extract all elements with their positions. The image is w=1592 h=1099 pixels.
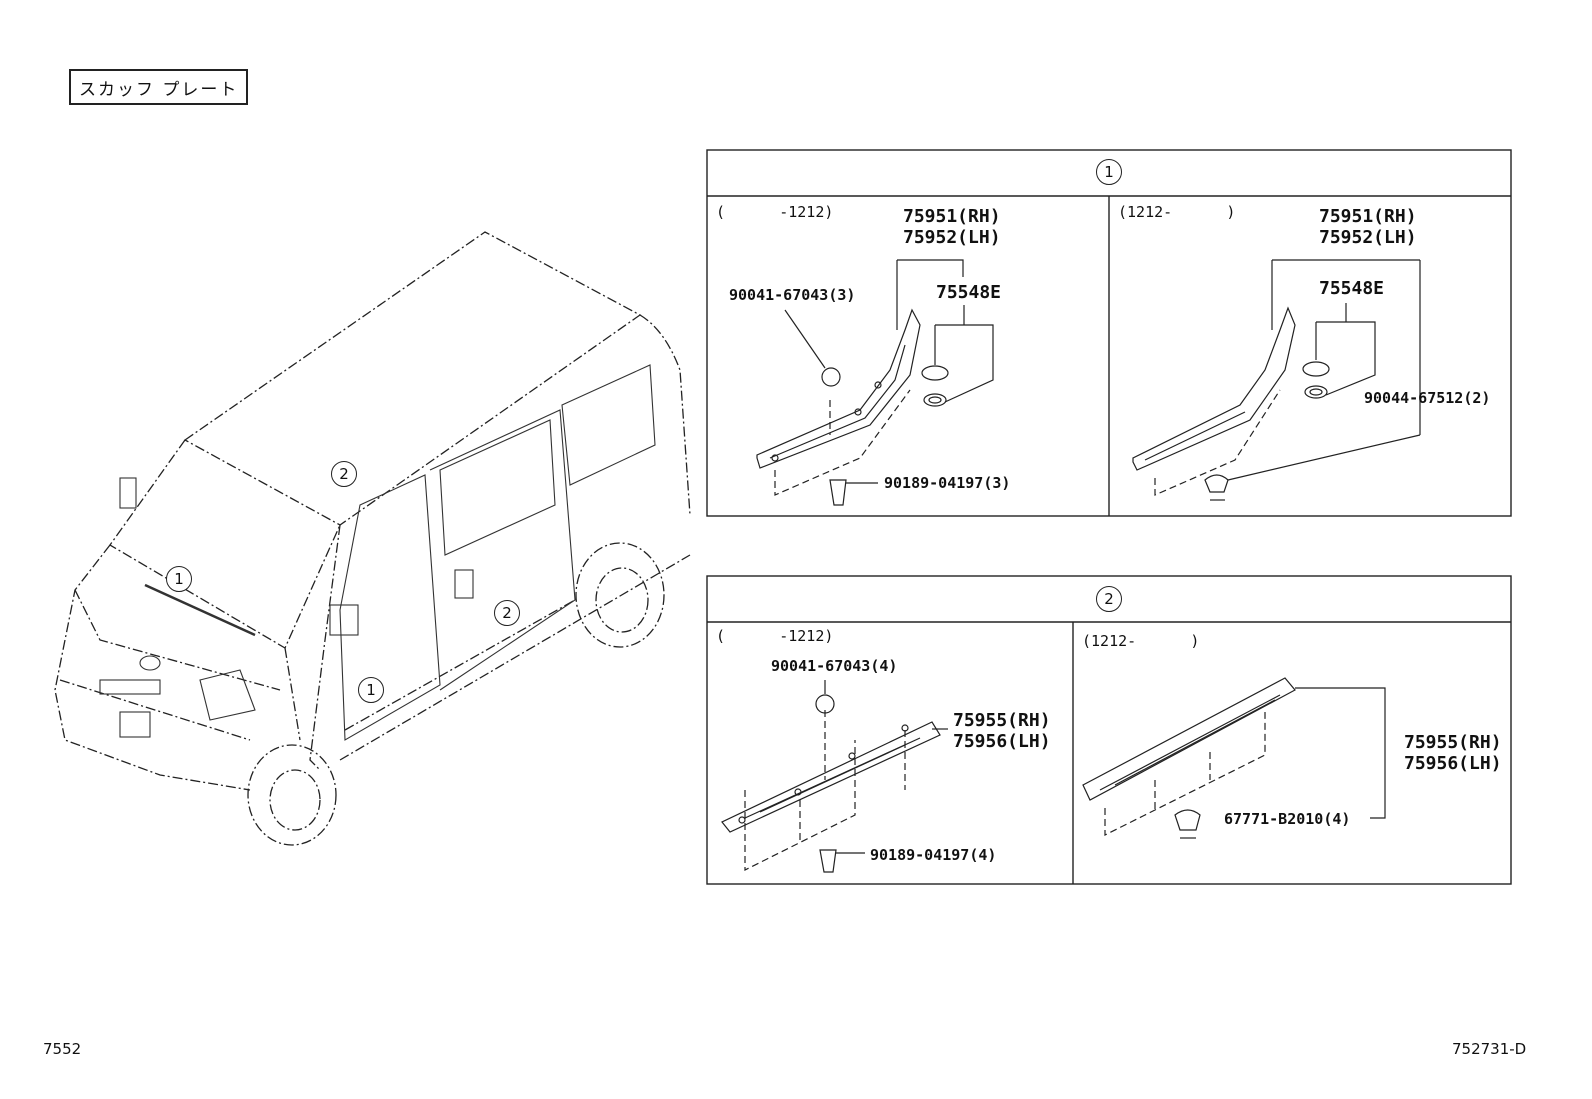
panel1-left-parts [756, 259, 994, 506]
panel2-left-part-rh: 75955(RH) [953, 710, 1051, 731]
panel2-right-part-clip: 67771-B2010(4) [1224, 810, 1351, 828]
van-front-wheel [247, 744, 337, 846]
panel1-right-part-rh: 75951(RH) [1319, 206, 1417, 227]
van-rear-window [561, 364, 656, 486]
panel1-left-part-cap: 75548E [936, 282, 1002, 303]
panel1-frame [706, 149, 1512, 517]
clip-left [829, 479, 847, 506]
clip-slide-left [819, 849, 837, 873]
clip-slide-right [1174, 809, 1201, 831]
panel1-left-part-screw: 90041-67043(3) [729, 286, 856, 304]
van-windshield [109, 439, 341, 649]
panel1-right-part-cap: 75548E [1319, 278, 1385, 299]
panel1-right-range: (1212- ) [1118, 203, 1236, 221]
van-front-edge [284, 647, 301, 741]
van-front-body [54, 544, 251, 791]
scuff-plate-slide-right [1082, 677, 1296, 801]
panel2-right-part-rh: 75955(RH) [1404, 732, 1502, 753]
panel2-left-part-clip: 90189-04197(4) [870, 846, 997, 864]
van-a-pillar [309, 524, 341, 771]
van-callout-2-side: 2 [494, 600, 520, 626]
panel1-left-range: ( -1212) [716, 203, 834, 221]
panel2-left-parts [721, 680, 948, 873]
panel1-header-callout: 1 [1096, 159, 1122, 185]
van-left-mirror [119, 477, 137, 509]
van-callout-2-roof: 2 [331, 461, 357, 487]
van-callout-1-front: 1 [166, 566, 192, 592]
cap-1 [921, 365, 949, 381]
panel2-right-range: (1212- ) [1082, 632, 1200, 650]
panel1-left-part-rh: 75951(RH) [903, 206, 1001, 227]
screw-symbol [821, 367, 841, 387]
panel2-header-callout: 2 [1096, 586, 1122, 612]
van-slide-window [439, 419, 556, 556]
van-headlight [199, 669, 256, 721]
panel1-right-part-lh: 75952(LH) [1319, 227, 1417, 248]
panel2-right-part-lh: 75956(LH) [1404, 753, 1502, 774]
footer-left-code: 7552 [43, 1040, 82, 1058]
scuff-plate-front-left [756, 308, 921, 469]
scuff-plate-slide-left [721, 721, 941, 833]
panel2-frame [706, 575, 1512, 885]
van-sill-line [339, 554, 691, 761]
clip-right [1204, 474, 1229, 493]
van-callout-1-door: 1 [358, 677, 384, 703]
panel1-left-part-lh: 75952(LH) [903, 227, 1001, 248]
panel1-right-parts [1132, 259, 1421, 501]
van-rear-pillar [639, 314, 691, 516]
panel2-left-part-lh: 75956(LH) [953, 731, 1051, 752]
footer-right-code: 752731-D [1452, 1040, 1527, 1058]
page-title: スカッフ プレート [69, 69, 249, 105]
panel2-right-parts [1082, 677, 1386, 839]
panel1-right-part-clip: 90044-67512(2) [1364, 389, 1491, 407]
panel2-left-range: ( -1212) [716, 627, 834, 645]
scuff-plate-front-right [1132, 306, 1296, 471]
van-mirror [329, 604, 359, 636]
panel1-left-part-clip: 90189-04197(3) [884, 474, 1011, 492]
cap-2 [1302, 361, 1330, 377]
van-rear-wheel [575, 542, 665, 648]
van-solid-details [99, 364, 656, 741]
van-front-door [339, 474, 441, 741]
panel2-left-part-screw: 90041-67043(4) [771, 657, 898, 675]
van-illustration [54, 231, 691, 846]
